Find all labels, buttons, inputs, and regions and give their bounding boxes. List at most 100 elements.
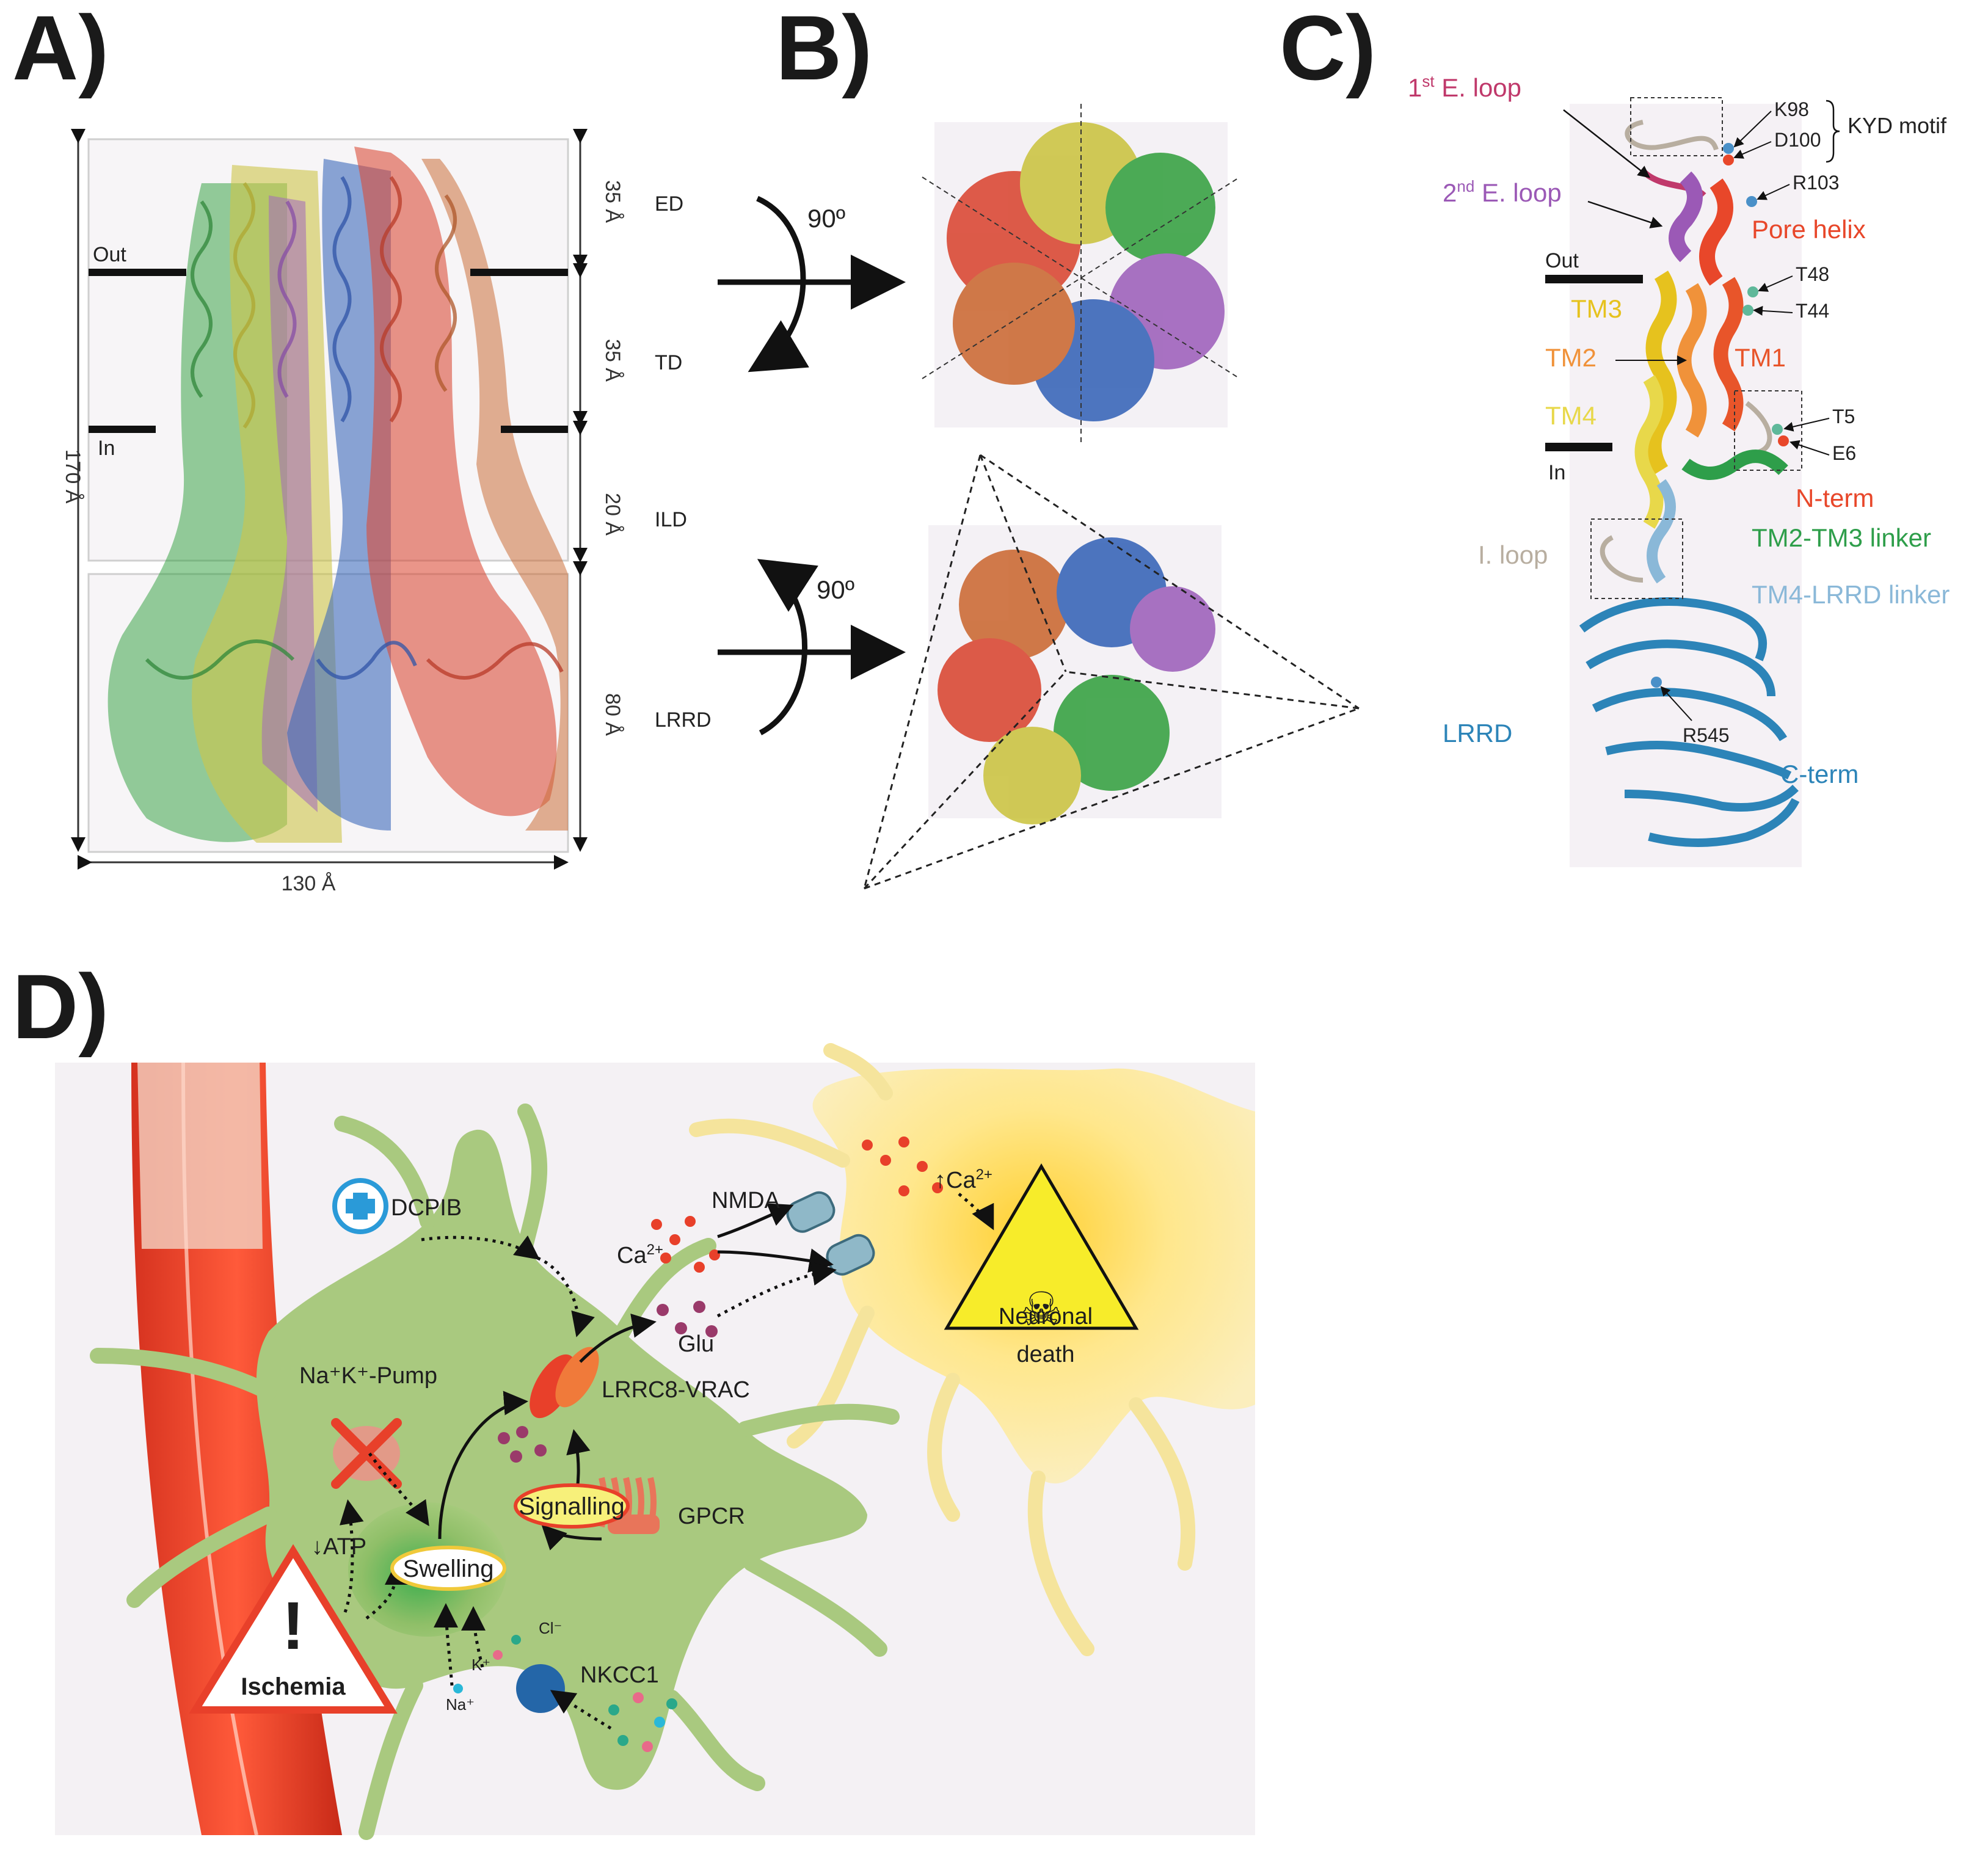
panel-c-loop2-pointer	[1587, 200, 1663, 228]
panel-c-d100-sphere	[1723, 155, 1734, 165]
panel-c-kyd-brace	[1826, 100, 1840, 163]
panel-c-k98-label: K98	[1774, 98, 1809, 120]
gpcr-label: GPCR	[678, 1504, 745, 1529]
panel-c-r103-sphere	[1746, 196, 1757, 207]
panel-c-tm3-label: TM3	[1571, 294, 1622, 323]
panel-c-linker23-label: TM2-TM3 linker	[1752, 523, 1931, 552]
panel-a-ild-size: 20 Å	[601, 493, 624, 536]
panel-c-loop2-label: 2nd E. loop	[1443, 177, 1562, 207]
dcpib-label: DCPIB	[391, 1195, 462, 1221]
panel-c-loop1-label: 1st E. loop	[1408, 72, 1521, 102]
panel-a-td-name: TD	[655, 351, 682, 374]
panel-c-nterm-label: N-term	[1796, 484, 1874, 512]
panel-c-membrane-in	[1545, 443, 1612, 451]
panel-a-membrane-in-right	[501, 426, 568, 433]
na-ion-label: Na⁺	[446, 1695, 475, 1714]
panel-c-tm4-label: TM4	[1545, 401, 1597, 430]
ca-increase-label: ↑Ca2+	[934, 1166, 992, 1193]
panel-c-t48-pointer	[1758, 275, 1793, 292]
panel-c-d100-pointer	[1733, 141, 1772, 159]
panel-c-r103-pointer	[1757, 184, 1790, 200]
panel-c-tm1-label: TM1	[1735, 343, 1786, 372]
lrrc8-vrac-label: LRRC8-VRAC	[602, 1377, 750, 1403]
panel-a-ed-size: 35 Å	[601, 180, 624, 223]
cl-ion-label: Cl⁻	[539, 1619, 562, 1637]
vessel-highlight	[181, 1062, 258, 1836]
panel-c-iloop-box	[1590, 518, 1683, 599]
ischemia-label: Ischemia	[241, 1673, 346, 1700]
gpcr-g-protein	[608, 1515, 660, 1534]
panel-c-t44-label: T44	[1796, 300, 1829, 322]
neuronal-death-label-2: death	[1016, 1342, 1074, 1367]
neuronal-death-label-1: Neuronal	[999, 1304, 1093, 1329]
panel-d: D)	[12, 955, 1255, 1840]
panel-c-membrane-out	[1545, 275, 1643, 283]
panel-c-letter: C)	[1280, 0, 1376, 99]
panel-c-tm2-label: TM2	[1545, 343, 1597, 372]
panel-c-iloop-label: I. loop	[1478, 540, 1548, 569]
panel-c-cterm-label: C-term	[1780, 760, 1859, 788]
panel-c-d100-label: D100	[1774, 129, 1821, 151]
neuronal-death-triangle	[944, 1163, 1139, 1330]
swelling-pill	[390, 1546, 506, 1591]
panel-c-in-label: In	[1548, 461, 1565, 484]
panel-b-rotation-arrow-top	[748, 195, 809, 373]
panel-a-lrrd-name: LRRD	[655, 708, 712, 732]
panel-c-k98-sphere	[1723, 143, 1734, 154]
panel-a-ed-name: ED	[655, 192, 683, 216]
lrrc8-hexamer-bottom-view	[938, 537, 1215, 824]
panel-c-t5-pointer	[1783, 418, 1830, 432]
k-ion-label: K⁺	[472, 1656, 490, 1674]
panel-b-tetrahedron-outline	[863, 454, 1360, 890]
panel-c-nterm-box	[1734, 390, 1802, 471]
panel-a-out-label: Out	[93, 243, 126, 266]
panel-a-td-size: 35 Å	[601, 339, 624, 382]
panel-a-lrrd-size: 80 Å	[601, 693, 624, 736]
panel-b-letter: B)	[776, 0, 872, 99]
panel-c-e6-sphere	[1778, 435, 1789, 446]
signalling-pill	[514, 1483, 630, 1529]
ion-particles	[453, 1136, 943, 1752]
panel-c-t48-sphere	[1747, 286, 1758, 297]
panel-a-membrane-out-left	[89, 269, 186, 276]
astrocyte-processes	[90, 1104, 900, 1840]
panel-c-e6-label: E6	[1832, 442, 1856, 464]
panel-b: B) 90º 90º	[718, 0, 1360, 890]
ischemia-warning-mark: !	[282, 1588, 305, 1664]
glu-label: Glu	[678, 1331, 714, 1357]
panel-a-in-label: In	[98, 437, 115, 460]
lrrc8-monomer	[1579, 120, 1800, 847]
panel-c-lrrd-label: LRRD	[1443, 719, 1512, 747]
panel-b-rotation-label-top: 90º	[807, 204, 845, 233]
dotted-arrows	[340, 1193, 994, 1730]
panel-c-pore-helix-label: Pore helix	[1752, 215, 1866, 244]
panel-c-t44-sphere	[1742, 305, 1753, 316]
na-k-pump-label: Na⁺K⁺-Pump	[299, 1363, 437, 1389]
panel-a-ild-name: ILD	[655, 508, 687, 531]
panel-c-r103-label: R103	[1793, 172, 1840, 194]
nkcc1-label: NKCC1	[580, 1662, 659, 1688]
lrrc8-hexamer-top-view	[947, 122, 1225, 421]
nmda-label: NMDA	[712, 1188, 781, 1213]
lrrc8-hexamer-side-view	[107, 147, 568, 843]
panel-c-t5-label: T5	[1832, 405, 1855, 427]
panel-c-linker4-label: TM4-LRRD linker	[1752, 580, 1950, 609]
panel-c-t44-pointer	[1753, 305, 1793, 316]
panel-a: A)	[12, 0, 712, 895]
nkcc1-transporter	[516, 1664, 565, 1713]
swelling-label: Swelling	[403, 1555, 494, 1582]
ca-label: Ca2+	[617, 1242, 663, 1268]
panel-c-loop1-pointer	[1563, 109, 1650, 178]
panel-c-k98-pointer	[1733, 111, 1772, 148]
panel-c-kyd-box	[1630, 97, 1723, 156]
panel-b-rotation-label-bottom: 90º	[817, 575, 854, 604]
panel-c-r545-pointer	[1660, 686, 1692, 721]
na-k-pump	[331, 1418, 402, 1489]
ischemia-triangle	[189, 1544, 398, 1714]
panel-a-membrane-in-left	[89, 426, 156, 433]
panel-a-width-label: 130 Å	[282, 872, 336, 895]
panel-d-letter: D)	[12, 955, 109, 1058]
panel-c-e6-pointer	[1790, 440, 1830, 456]
panel-c-t48-label: T48	[1796, 263, 1829, 285]
